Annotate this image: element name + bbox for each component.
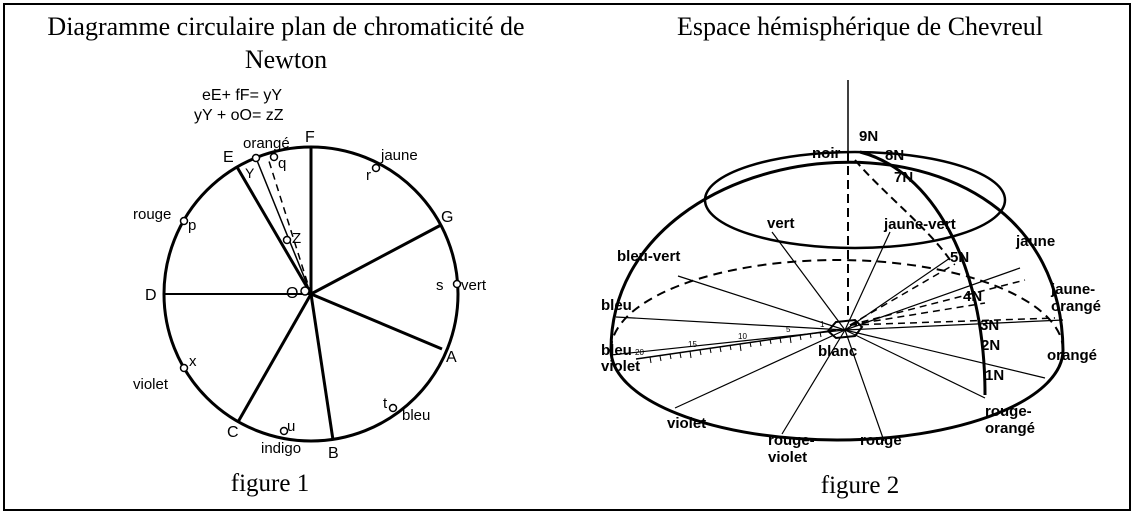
equator-front [609, 349, 1065, 442]
figure2-title: Espace hémisphérique de Chevreul [676, 12, 1044, 41]
point-u-marker [279, 426, 289, 436]
label-rouge-orange-b: orangé [985, 420, 1035, 437]
segment-dashed-OZ [267, 157, 312, 295]
point-r-marker [371, 163, 381, 173]
label-5N: 5N [950, 249, 969, 266]
segment-OE [235, 166, 313, 295]
meridian-dashed [854, 159, 951, 261]
segment-OA [310, 292, 443, 351]
point-s-marker [452, 279, 462, 289]
figure1-caption: figure 1 [230, 470, 310, 497]
label-orange-2: orangé [1047, 347, 1097, 364]
label-B: B [328, 445, 339, 462]
formula-1: eE+ fF= yY [202, 87, 282, 104]
segment-OB [309, 293, 335, 441]
scale-label-5: 5 [786, 325, 791, 334]
label-orange: orangé [243, 135, 290, 152]
label-A: A [446, 349, 457, 366]
label-jaune-2: jaune [1015, 233, 1055, 250]
point-x-marker [179, 363, 189, 373]
hemisphere-dome [609, 160, 1065, 351]
point-O-marker [300, 286, 310, 296]
label-G: G [441, 209, 453, 226]
label-rouge-violet-a: rouge- [768, 432, 815, 449]
segment-O-Y [255, 157, 312, 295]
label-F: F [305, 129, 315, 146]
segment-OG [310, 223, 442, 296]
label-bleu-2: bleu [601, 297, 632, 314]
scale-label-15: 15 [688, 340, 697, 349]
grey-scale-ticks [649, 331, 822, 364]
label-t: t [383, 395, 388, 412]
label-jaune: jaune [380, 147, 418, 164]
top-section-ellipse [703, 150, 1007, 250]
scale-label-1: 1 [820, 320, 825, 329]
label-bleu-violet-b: violet [601, 358, 640, 375]
label-noir: noir [812, 145, 840, 162]
figure1-title: Diagramme circulaire plan de chromaticit… [47, 12, 525, 74]
point-q-marker [269, 152, 279, 162]
label-violet: violet [133, 376, 169, 393]
figure-frame [3, 3, 1131, 511]
label-jaune-orange-b: orangé [1051, 298, 1101, 315]
label-Y: Y [245, 165, 255, 181]
scale-label-10: 10 [738, 332, 747, 341]
meridian-arc [859, 150, 987, 396]
label-8N: 8N [885, 147, 904, 164]
label-C: C [227, 424, 239, 441]
point-p-marker [179, 216, 189, 226]
label-O: O [286, 285, 298, 302]
label-bleu: bleu [402, 407, 430, 424]
chevreul-hemisphere [609, 80, 1065, 442]
label-s: s [436, 277, 444, 294]
formula-2: yY + oO= zZ [194, 107, 284, 124]
label-3N: 3N [980, 317, 999, 334]
dashed-radials [849, 263, 1056, 326]
label-r: r [366, 167, 371, 184]
label-bleu-violet-a: bleu [601, 342, 632, 359]
figure2-caption: figure 2 [820, 472, 900, 499]
label-q: q [278, 155, 286, 172]
chevreul-labels: noir 9N 8N 7N 5N 4N 3N 2N 1N vert jaune-… [601, 128, 1101, 466]
label-7N: 7N [894, 169, 913, 186]
label-x: x [189, 353, 197, 370]
grey-scale-axis [635, 329, 837, 360]
label-1N: 1N [985, 367, 1004, 384]
newton-color-circle [162, 145, 462, 443]
label-vert-2: vert [767, 215, 795, 232]
label-rouge-violet-b: violet [768, 449, 807, 466]
label-Z: Z [292, 230, 301, 247]
label-4N: 4N [963, 288, 982, 305]
label-jaune-orange-a: jaune- [1050, 281, 1095, 298]
label-D: D [145, 287, 157, 304]
scale-label-20: 20 [635, 348, 644, 357]
label-9N: 9N [859, 128, 878, 145]
point-t-marker [388, 403, 398, 413]
newton-labels: eE+ fF= yY yY + oO= zZ E F G A B C D O Y… [133, 87, 487, 462]
label-rouge-2: rouge [860, 432, 902, 449]
label-vert: vert [461, 277, 487, 294]
point-Y-marker [251, 153, 261, 163]
label-jaune-vert: jaune-vert [883, 216, 956, 233]
label-E: E [223, 149, 234, 166]
equator-back [610, 259, 1064, 351]
label-rouge: rouge [133, 206, 171, 223]
label-rouge-orange-a: rouge- [985, 403, 1032, 420]
label-indigo: indigo [261, 440, 301, 457]
segment-OC [236, 293, 313, 423]
label-blanc: blanc [818, 343, 857, 360]
label-bleu-vert: bleu-vert [617, 248, 680, 265]
radial-spokes [610, 231, 1064, 442]
label-violet-2: violet [667, 415, 706, 432]
point-Z-marker [282, 235, 292, 245]
label-2N: 2N [981, 337, 1000, 354]
label-p: p [188, 217, 196, 234]
label-u: u [287, 418, 295, 435]
